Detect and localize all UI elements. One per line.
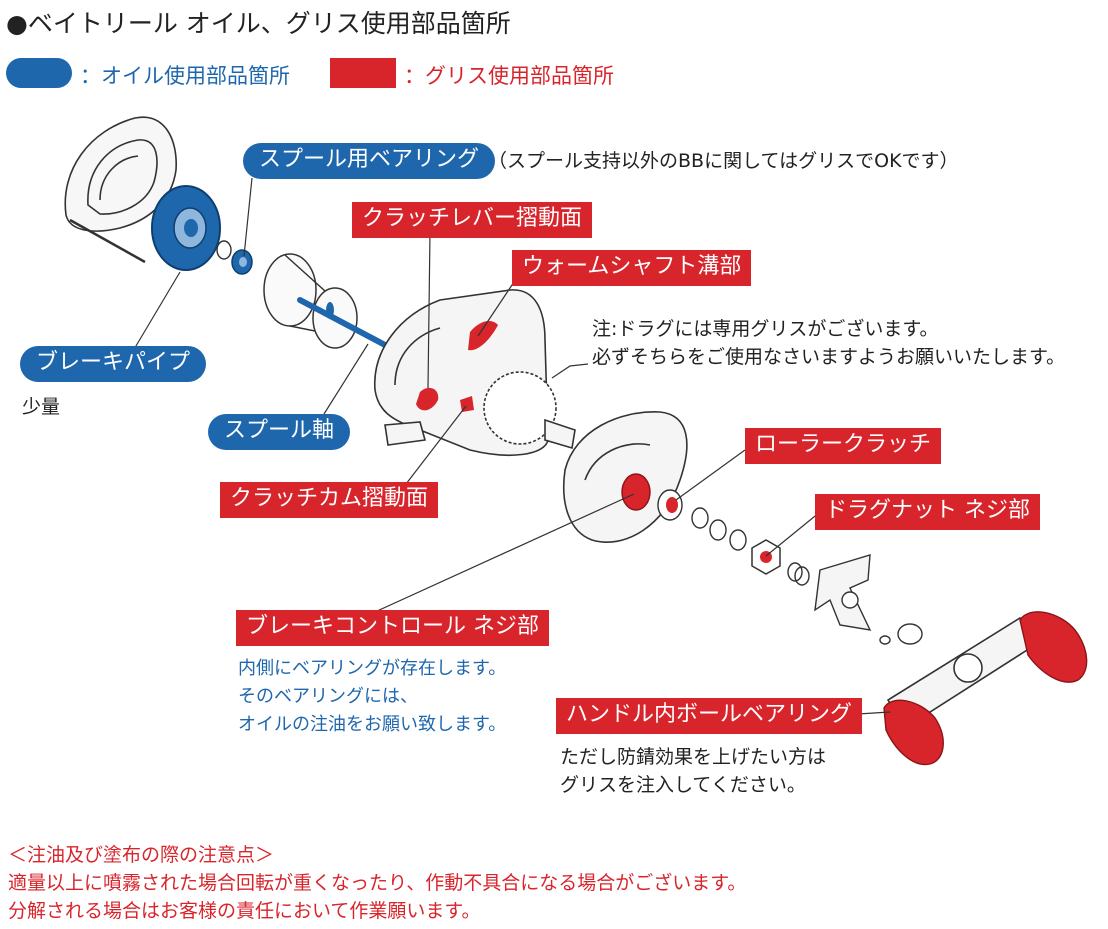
handle-knobs (883, 611, 1088, 766)
spool-bearing (231, 249, 253, 275)
drag-note-line1: 注:ドラグには専用グリスがございます。 (592, 318, 939, 340)
brake-control-note-line2: そのベアリングには、 (238, 686, 418, 707)
drag-note-line2: 必ずそちらをご使用なさいますようお願いいたします。 (592, 346, 1066, 368)
worm-shaft-label: ウォームシャフト溝部 (512, 250, 752, 286)
roller-clutch (621, 473, 683, 521)
footer-line2: 分解される場合はお客様の責任において作業願います。 (8, 900, 481, 922)
brake-control-note-line3: オイルの注油をお願い致します。 (238, 714, 507, 735)
clutch-lever-label: クラッチレバー摺動面 (352, 202, 593, 238)
brake-control-note-line1: 内側にベアリングが存在します。 (238, 658, 507, 679)
spool-bearing-note: （スプール支持以外のBBに関してはグリスでOKです） (488, 150, 959, 172)
clutch-cam-label: クラッチカム摺動面 (220, 482, 439, 518)
clutch-cam-grease (460, 396, 474, 412)
spool-shaft (297, 297, 388, 348)
grease-legend-swatch (330, 58, 396, 88)
oil-legend-swatch (6, 58, 72, 88)
oil-legend-label: ：オイル使用部品箇所 (80, 64, 290, 88)
brake-disc (151, 185, 221, 271)
worm-shaft-grease (468, 320, 498, 351)
brake-pipe-note: 少量 (22, 396, 61, 418)
handle-bearing-label: ハンドル内ボールベアリング (556, 698, 863, 734)
grease-legend-label: ：グリス使用部品箇所 (404, 64, 614, 88)
spool-shaft-label: スプール軸 (208, 414, 351, 450)
spool-bearing-label: スプール用ベアリング (243, 143, 496, 179)
footer-heading: ＜注油及び塗布の際の注意点＞ (8, 844, 275, 866)
drag-nut-label: ドラグナット ネジ部 (815, 494, 1040, 530)
roller-clutch-label: ローラークラッチ (745, 428, 942, 464)
handle-note-line2: グリスを注入してください。 (560, 774, 806, 796)
clutch-lever-grease (416, 387, 439, 411)
brake-control-label: ブレーキコントロール ネジ部 (236, 610, 549, 646)
drag-nut (751, 539, 781, 575)
page-title: ●ベイトリール オイル、グリス使用部品箇所 (6, 9, 511, 38)
handle-note-line1: ただし防錆効果を上げたい方は (560, 746, 827, 768)
brake-pipe-label: ブレーキパイプ (20, 346, 207, 382)
footer-line1: 適量以上に噴霧された場合回転が重くなったり、作動不具合になる場合がございます。 (8, 872, 747, 894)
